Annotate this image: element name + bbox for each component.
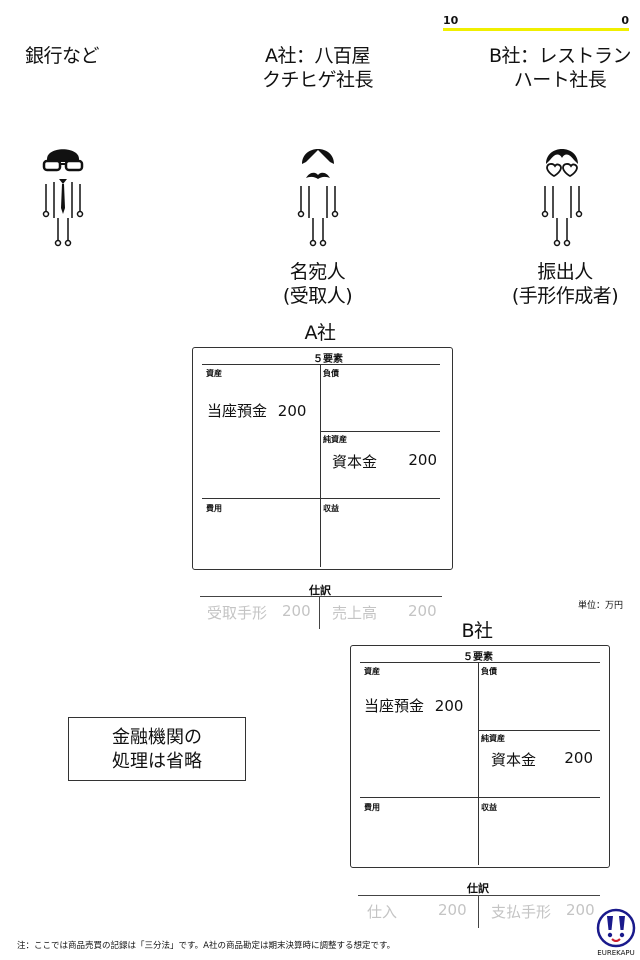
financial-institution-note: 金融機関の 処理は省略 bbox=[68, 717, 246, 781]
progress-left-value: 10 bbox=[443, 14, 459, 27]
company-b-role-line1: 振出人 bbox=[537, 261, 593, 283]
eurekapu-logo-icon bbox=[596, 908, 636, 948]
sheet-b-revenue-label: 収益 bbox=[481, 803, 497, 812]
logo-text: EUREKAPU bbox=[597, 949, 635, 957]
sheet-b-asset-entry: 当座預金 200 bbox=[364, 695, 463, 716]
company-a-title: A社：八百屋 クチヒゲ社長 bbox=[230, 44, 405, 92]
sheet-b-income-divider bbox=[360, 797, 600, 798]
company-a-title-line2: クチヒゲ社長 bbox=[261, 69, 374, 91]
company-b-role-line2: (手形作成者) bbox=[511, 285, 619, 307]
company-a-role-line2: (受取人) bbox=[282, 285, 353, 307]
company-b-title-line1: B社：レストラン bbox=[488, 45, 632, 67]
journal-b-header-line bbox=[358, 895, 600, 896]
journal-b-credit-amount: 200 bbox=[566, 901, 595, 919]
sheet-b-liabilities-label: 負債 bbox=[481, 667, 497, 676]
sheet-b-header-line bbox=[360, 662, 600, 663]
sheet-b-expenses-label: 費用 bbox=[364, 803, 380, 812]
sheet-a-net-asset-entry: 資本金 200 bbox=[332, 451, 437, 472]
company-a-title-line1: A社：八百屋 bbox=[265, 45, 371, 67]
sheet-a-five-elements: ５要素 資産 負債 純資産 費用 収益 当座預金 200 資本金 200 bbox=[192, 347, 453, 570]
sheet-b-asset-name: 当座預金 bbox=[364, 697, 425, 715]
journal-a-header-line bbox=[200, 596, 442, 597]
sheet-a-income-divider bbox=[202, 498, 440, 499]
journal-a-credit-amount: 200 bbox=[408, 602, 437, 620]
progress-right-value: 0 bbox=[621, 14, 629, 27]
unit-label: 単位：万円 bbox=[578, 601, 624, 611]
footnote: 注：ここでは商品売買の記録は「三分法」です。A社の商品勘定は期末決算時に調整する… bbox=[17, 941, 396, 951]
journal-a-debit-amount: 200 bbox=[282, 602, 311, 620]
sheet-b-assets-label: 資産 bbox=[364, 667, 380, 676]
company-a-person-icon bbox=[297, 149, 339, 247]
note-line2: 処理は省略 bbox=[112, 751, 202, 772]
sheet-a-expenses-label: 費用 bbox=[206, 504, 222, 513]
sheet-b-liability-divider bbox=[478, 730, 600, 731]
sheet-b-center-line bbox=[478, 662, 479, 865]
sheet-b-net-assets-label: 純資産 bbox=[481, 734, 505, 743]
sheet-a-title: ５要素 bbox=[313, 354, 343, 365]
journal-b-title: 仕訳 bbox=[467, 882, 489, 895]
sheet-a-liability-divider bbox=[320, 431, 440, 432]
journal-b-credit-name: 支払手形 bbox=[491, 903, 552, 921]
sheet-a-liabilities-label: 負債 bbox=[323, 369, 339, 378]
progress-indicator: 10 0 bbox=[443, 14, 629, 32]
sheet-a-header-line bbox=[202, 364, 440, 365]
journal-a-credit-name: 売上高 bbox=[332, 604, 378, 622]
company-b-title-line2: ハート社長 bbox=[513, 69, 607, 91]
sheet-b-net-asset-name: 資本金 bbox=[491, 751, 537, 769]
company-a-role-line1: 名宛人 bbox=[289, 261, 346, 283]
sheet-b-net-asset-amount: 200 bbox=[564, 749, 593, 767]
journal-a-debit-name: 受取手形 bbox=[207, 604, 268, 622]
sheet-a-heading: A社 bbox=[304, 322, 337, 344]
sheet-b-five-elements: ５要素 資産 負債 純資産 費用 収益 当座預金 200 資本金 200 bbox=[350, 645, 610, 868]
sheet-a-revenue-label: 収益 bbox=[323, 504, 339, 513]
sheet-a-net-asset-amount: 200 bbox=[408, 451, 437, 469]
journal-a-center-line bbox=[319, 596, 320, 629]
progress-fill bbox=[443, 28, 629, 31]
company-b-title: B社：レストラン ハート社長 bbox=[480, 44, 640, 92]
journal-b-center-line bbox=[478, 895, 479, 928]
sheet-a-asset-amount: 200 bbox=[277, 402, 307, 420]
sheet-a-asset-entry: 当座預金 200 bbox=[207, 400, 306, 421]
note-line1: 金融機関の bbox=[112, 727, 202, 748]
journal-b-debit-name: 仕入 bbox=[367, 903, 398, 921]
journal-a-title: 仕訳 bbox=[309, 584, 331, 597]
company-a-role: 名宛人 (受取人) bbox=[250, 260, 385, 308]
progress-track bbox=[443, 28, 629, 31]
sheet-a-center-line bbox=[320, 364, 321, 567]
journal-b-debit-amount: 200 bbox=[438, 901, 467, 919]
company-b-role: 振出人 (手形作成者) bbox=[490, 260, 640, 308]
sheet-a-asset-name: 当座預金 bbox=[207, 402, 268, 420]
sheet-b-title: ５要素 bbox=[463, 652, 493, 663]
sheet-a-net-assets-label: 純資産 bbox=[323, 435, 347, 444]
bank-title: 銀行など bbox=[25, 45, 100, 67]
company-b-person-icon bbox=[541, 149, 583, 247]
sheet-b-heading: B社 bbox=[461, 620, 493, 642]
sheet-b-net-asset-entry: 資本金 200 bbox=[491, 749, 593, 770]
sheet-a-assets-label: 資産 bbox=[206, 369, 222, 378]
sheet-a-net-asset-name: 資本金 bbox=[332, 453, 378, 471]
bank-person-icon bbox=[42, 149, 84, 247]
sheet-b-asset-amount: 200 bbox=[434, 697, 464, 715]
